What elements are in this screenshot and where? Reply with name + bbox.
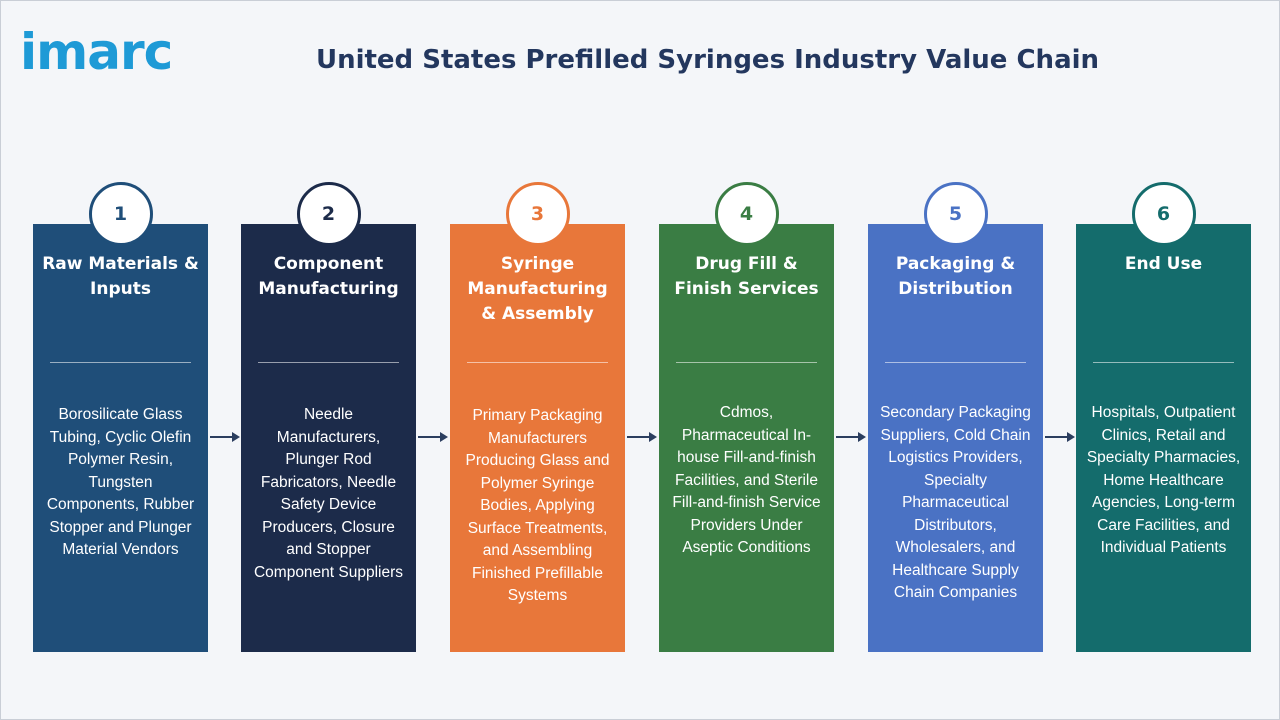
step-heading: Drug Fill &Finish Services: [674, 254, 819, 299]
flow-arrow-icon: [209, 432, 240, 442]
logo-text: imarc: [20, 23, 173, 81]
step-divider: [258, 362, 399, 363]
step-description: Borosilicate Glass Tubing, Cyclic Olefin…: [46, 406, 195, 558]
step-description: Secondary Packaging Suppliers, Cold Chai…: [880, 404, 1031, 601]
step-description: Cdmos, Pharmaceutical In-house Fill-and-…: [672, 404, 821, 556]
step-number-badge: 3: [505, 182, 570, 246]
step-heading: Packaging &Distribution: [895, 254, 1016, 299]
flow-arrow-icon: [836, 432, 866, 442]
step-divider: [467, 362, 608, 363]
step-divider: [1093, 362, 1234, 363]
step-divider: [885, 362, 1026, 363]
step-heading: End Use: [1124, 254, 1203, 274]
flow-arrow-icon: [627, 432, 657, 442]
step-description: Primary Packaging Manufacturers Producin…: [465, 407, 610, 604]
step-number-badge: 5: [923, 182, 988, 246]
step-number-badge: 1: [88, 182, 153, 246]
step-number-badge: 6: [1131, 182, 1196, 246]
step-description: Needle Manufacturers, Plunger Rod Fabric…: [253, 406, 404, 581]
imarc-logo: imarc: [20, 18, 200, 82]
step-number-badge: 2: [296, 182, 361, 246]
step-divider: [676, 362, 817, 363]
flow-arrow-icon: [418, 432, 448, 442]
step-heading: Raw Materials &Inputs: [42, 254, 199, 299]
page-title: United States Prefilled Syringes Industr…: [315, 45, 1100, 75]
step-description: Hospitals, Outpatient Clinics, Retail an…: [1086, 404, 1241, 556]
flow-arrow-icon: [1044, 432, 1075, 442]
step-divider: [50, 362, 191, 363]
step-number-badge: 4: [714, 182, 779, 246]
